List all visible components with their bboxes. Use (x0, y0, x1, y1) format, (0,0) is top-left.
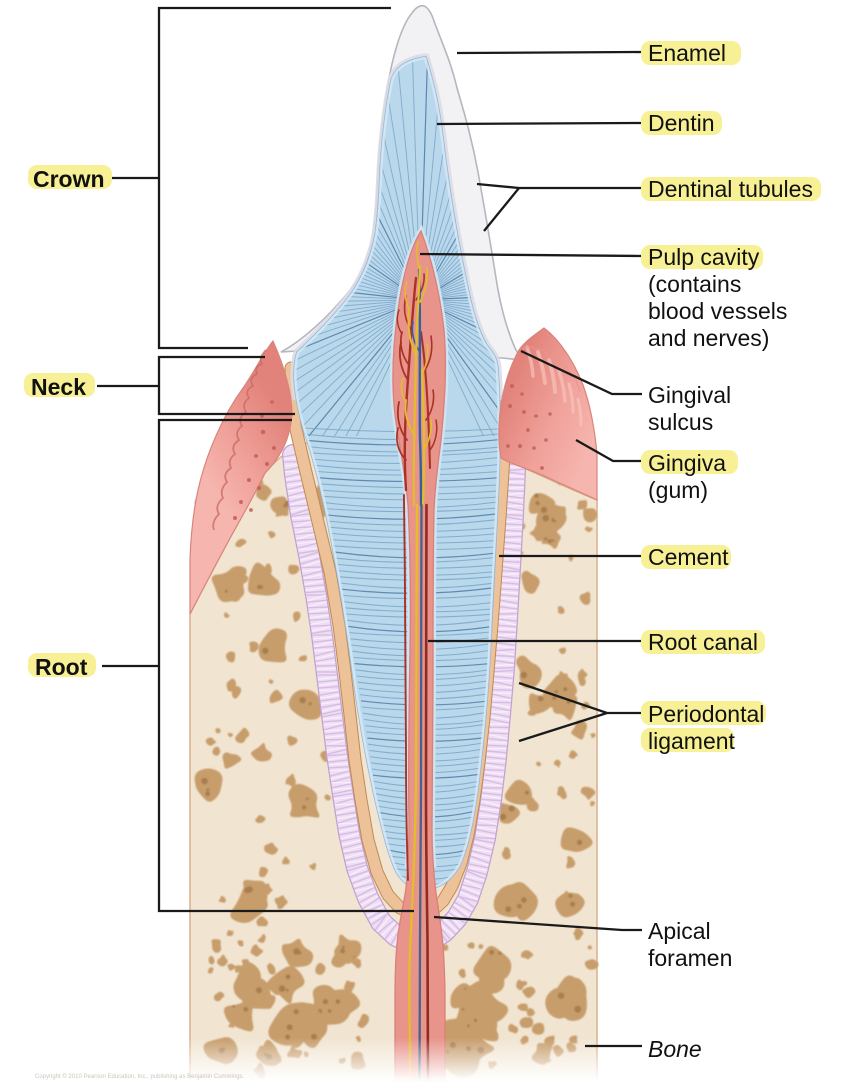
svg-text:Dentin: Dentin (648, 110, 714, 136)
svg-text:Bone: Bone (648, 1036, 702, 1062)
svg-text:Enamel: Enamel (648, 40, 726, 66)
svg-text:ligament: ligament (648, 728, 736, 754)
svg-text:Crown: Crown (33, 166, 105, 192)
svg-text:(gum): (gum) (648, 477, 708, 503)
svg-text:Root: Root (35, 654, 88, 680)
svg-text:Periodontal: Periodontal (648, 701, 764, 727)
svg-text:Copyright © 2010 Pearson Educa: Copyright © 2010 Pearson Education, Inc.… (35, 1073, 245, 1080)
svg-text:and nerves): and nerves) (648, 325, 769, 351)
svg-text:Neck: Neck (31, 374, 86, 400)
svg-text:Apical: Apical (648, 918, 711, 944)
svg-text:Pulp cavity: Pulp cavity (648, 244, 760, 270)
svg-text:Root canal: Root canal (648, 629, 758, 655)
svg-text:(contains: (contains (648, 271, 741, 297)
svg-text:Dentinal tubules: Dentinal tubules (648, 176, 813, 202)
svg-text:Gingival: Gingival (648, 382, 731, 408)
svg-text:Gingiva: Gingiva (648, 450, 726, 476)
svg-text:Cement: Cement (648, 544, 729, 570)
svg-text:foramen: foramen (648, 945, 732, 971)
svg-text:blood vessels: blood vessels (648, 298, 787, 324)
svg-text:sulcus: sulcus (648, 409, 713, 435)
